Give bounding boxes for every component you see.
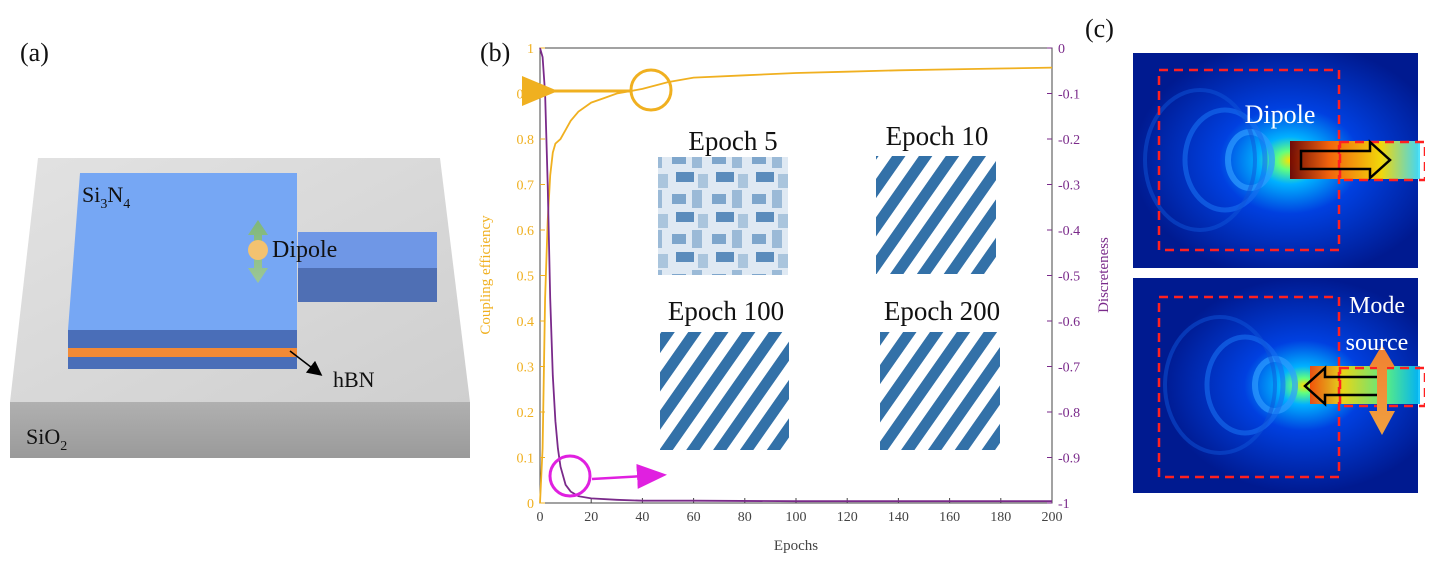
- dipole-label: Dipole: [272, 237, 337, 263]
- x-axis-label: Epochs: [774, 538, 818, 554]
- si3n4-label: Si3N4: [82, 182, 130, 212]
- source-label: source: [1346, 330, 1409, 356]
- inset-epoch-200: Epoch 200: [880, 296, 1000, 450]
- si3n4-slab-top: [68, 173, 297, 330]
- x-tick-label: 20: [584, 510, 598, 525]
- device-schematic: Si3N4 Dipole hBN SiO2: [10, 158, 470, 458]
- right-tick-label: -0.7: [1058, 361, 1080, 376]
- coupling-efficiency-line: [539, 66, 1053, 504]
- left-tick-label: 0.8: [517, 133, 535, 148]
- right-axis-label: Discreteness: [1096, 237, 1112, 313]
- inset-pattern-image: [880, 332, 1000, 450]
- right-tick-label: -0.4: [1058, 224, 1080, 239]
- si3n4-layer-bottom: [68, 357, 297, 369]
- discreteness-axis-arrow: [591, 463, 667, 489]
- right-tick-label: -0.6: [1058, 315, 1080, 330]
- propagation-arrow-icon: [1303, 365, 1381, 407]
- right-tick-label: -1: [1058, 497, 1070, 512]
- panel-c-label: (c): [1085, 14, 1114, 43]
- right-tick-label: -0.9: [1058, 452, 1080, 467]
- discreteness-highlight-circle: [548, 454, 592, 498]
- x-tick-label: 180: [990, 510, 1011, 525]
- left-tick-label: 0.7: [517, 179, 535, 194]
- x-tick-label: 140: [888, 510, 909, 525]
- inset-epoch-10: Epoch 10: [876, 121, 996, 274]
- left-tick-label: 1: [527, 42, 534, 57]
- discreteness-line: [539, 47, 1052, 503]
- x-tick-label: 200: [1042, 510, 1063, 525]
- hbn-layer: [68, 348, 297, 357]
- right-tick-label: -0.2: [1058, 133, 1080, 148]
- training-chart: 0 20 40 60 80 100 120 140 160 180 200 0 0.1 0.2 0.3 0.4…: [478, 42, 1112, 554]
- left-axis-label: Coupling efficiency: [478, 215, 494, 335]
- efficiency-highlight-circle: [629, 68, 673, 112]
- left-tick-label: 0.1: [517, 452, 535, 467]
- hbn-label: hBN: [333, 367, 375, 392]
- inset-epoch-5: Epoch 5: [658, 126, 788, 275]
- waveguide-mode: [1290, 141, 1420, 179]
- mode-source-polarization-icon: [1369, 345, 1395, 435]
- inset-title: Epoch 100: [668, 296, 784, 326]
- mode-label: Mode: [1349, 293, 1405, 319]
- hbn-pointer-arrow: [289, 350, 323, 376]
- inset-pattern-image: [658, 157, 788, 275]
- dipole-emitter-icon: [248, 240, 268, 260]
- substrate-front: [10, 402, 470, 458]
- x-tick-label: 160: [939, 510, 960, 525]
- left-tick-label: 0.4: [517, 315, 535, 330]
- x-tick-label: 100: [786, 510, 807, 525]
- x-tick-label: 120: [837, 510, 858, 525]
- waveguide-side: [298, 268, 437, 302]
- field-map-mode-source: Mode source: [1133, 278, 1425, 493]
- left-tick-label: 0.5: [517, 270, 535, 285]
- field-simulations: Dipole Mode source: [1133, 53, 1425, 493]
- dipole-label: Dipole: [1245, 100, 1316, 129]
- right-tick-label: -0.8: [1058, 406, 1080, 421]
- left-tick-label: 0: [527, 497, 534, 512]
- x-tick-label: 60: [687, 510, 701, 525]
- inset-title: Epoch 200: [884, 296, 1000, 326]
- right-tick-label: -0.3: [1058, 179, 1080, 194]
- waveguide-top: [298, 232, 437, 268]
- waveguide-mode: [1310, 366, 1420, 404]
- si3n4-layer-top: [68, 330, 297, 348]
- right-tick-label: -0.1: [1058, 88, 1080, 103]
- propagation-arrow-icon: [1299, 139, 1392, 181]
- monitor-region-outline: [1338, 140, 1425, 182]
- series-layer: [539, 47, 1053, 504]
- x-tick-label: 0: [537, 510, 544, 525]
- inset-title: Epoch 5: [688, 126, 777, 156]
- panel-b-label: (b): [480, 38, 511, 67]
- inset-title: Epoch 10: [886, 121, 989, 151]
- panel-a-label: (a): [20, 38, 49, 67]
- field-map-dipole: Dipole: [1133, 53, 1425, 268]
- left-tick-label: 0.6: [517, 224, 535, 239]
- left-tick-label: 0.3: [517, 361, 535, 376]
- x-tick-label: 40: [635, 510, 649, 525]
- axis-ticks: 0 20 40 60 80 100 120 140 160 180 200 0 0.1 0.2 0.3 0.4…: [517, 42, 1081, 525]
- inset-pattern-image: [876, 156, 996, 274]
- sio2-label: SiO2: [26, 424, 67, 454]
- x-tick-label: 80: [738, 510, 752, 525]
- left-tick-label: 0.9: [517, 88, 535, 103]
- left-tick-label: 0.2: [517, 406, 535, 421]
- inset-pattern-image: [660, 332, 789, 450]
- right-tick-label: 0: [1058, 42, 1065, 57]
- right-tick-label: -0.5: [1058, 270, 1080, 285]
- inset-epoch-100: Epoch 100: [660, 296, 789, 450]
